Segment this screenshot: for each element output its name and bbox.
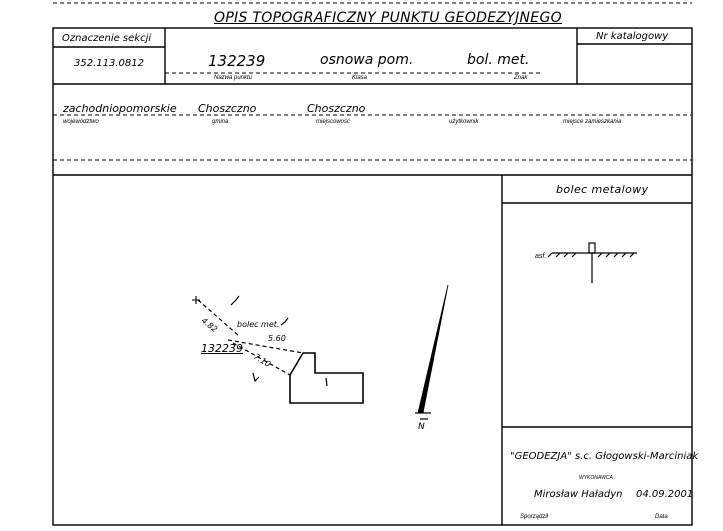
contractor-label: WYKONAWCA (579, 475, 613, 481)
locality-label: miejscowość (316, 119, 351, 125)
sketch-distance-2: 5.60 (268, 334, 286, 343)
sketch-bolt-label: bolec met. (237, 320, 280, 329)
mark-section-title: bolec metalowy (556, 183, 649, 196)
catalog-label: Nr katalogowy (596, 31, 669, 42)
location-sketch (192, 284, 449, 420)
author-label: Sporządził (520, 514, 549, 520)
point-name-label: Nazwa punktu (214, 75, 253, 81)
commune-value: Choszczno (198, 102, 257, 115)
mark-label: Znak (514, 75, 528, 81)
document-title: OPIS TOPOGRAFICZNY PUNKTU GEODEZYJNEGO (214, 10, 562, 26)
mark-value: bol. met. (467, 52, 530, 68)
bolt-mark-drawing (547, 242, 637, 283)
voivodeship-value: zachodniopomorskie (63, 102, 177, 115)
author-name: Mirosław Haładyn (534, 489, 623, 500)
locality-value: Choszczno (307, 102, 366, 115)
voivodeship-label: województwo (63, 119, 99, 125)
date-label: Data (655, 514, 668, 520)
sketch-point-label: 132239 (201, 342, 243, 355)
residence-label: miejsce zamieszkania (563, 119, 622, 125)
north-label: N (418, 422, 425, 432)
section-value: 352.113.0812 (74, 58, 144, 69)
point-name: 132239 (208, 52, 266, 70)
owner-label: użytkownik (449, 119, 479, 125)
commune-label: gmina (212, 119, 229, 125)
class-value: osnowa pom. (320, 52, 414, 68)
surface-label: asf. (535, 253, 547, 260)
contractor-company: "GEODEZJA" s.c. Głogowski-Marciniak (510, 451, 699, 462)
document-date: 04.09.2001 (636, 489, 694, 500)
section-label: Oznaczenie sekcji (62, 33, 152, 44)
class-label: Klasa (352, 75, 368, 81)
